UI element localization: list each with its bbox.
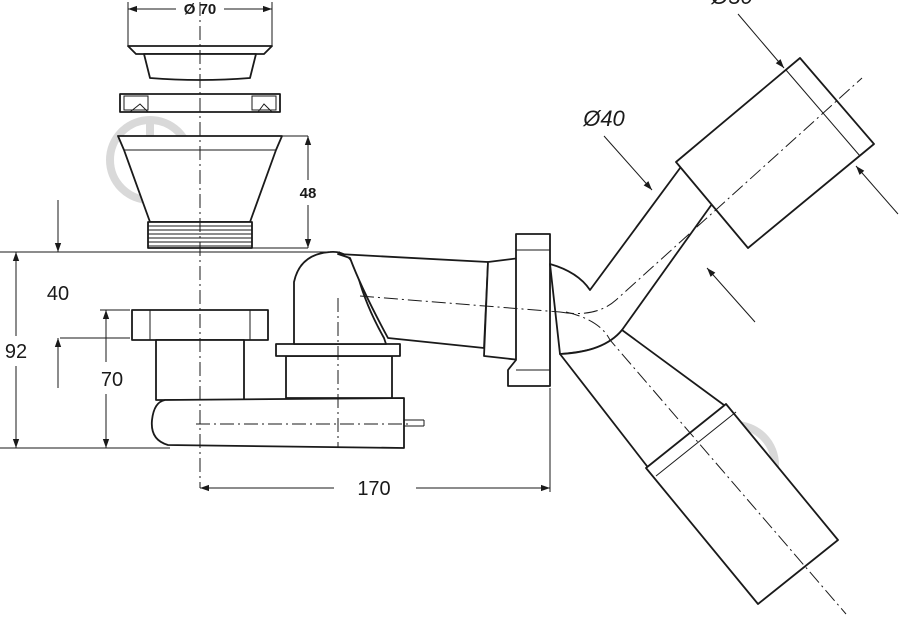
- center-lines: [196, 2, 863, 615]
- dim-outlet-diameter: Ø50: [710, 0, 753, 9]
- dim-strainer-height: 48: [300, 185, 317, 202]
- extension-lines: [0, 2, 551, 492]
- bottom-channel: [150, 397, 425, 449]
- dim-total-height: 92: [5, 341, 27, 363]
- outlet-pipe: [337, 253, 521, 361]
- dimension-lines: [12, 5, 899, 492]
- dim-pipe-diameter: Ø40: [582, 106, 625, 131]
- dim-outlet-height: 70: [101, 369, 123, 391]
- dim-strainer-diameter: Ø 70: [184, 1, 217, 18]
- dim-upper-height: 40: [47, 283, 69, 305]
- dim-horizontal-length: 170: [357, 478, 390, 500]
- lower-branch-sleeve: [645, 403, 839, 605]
